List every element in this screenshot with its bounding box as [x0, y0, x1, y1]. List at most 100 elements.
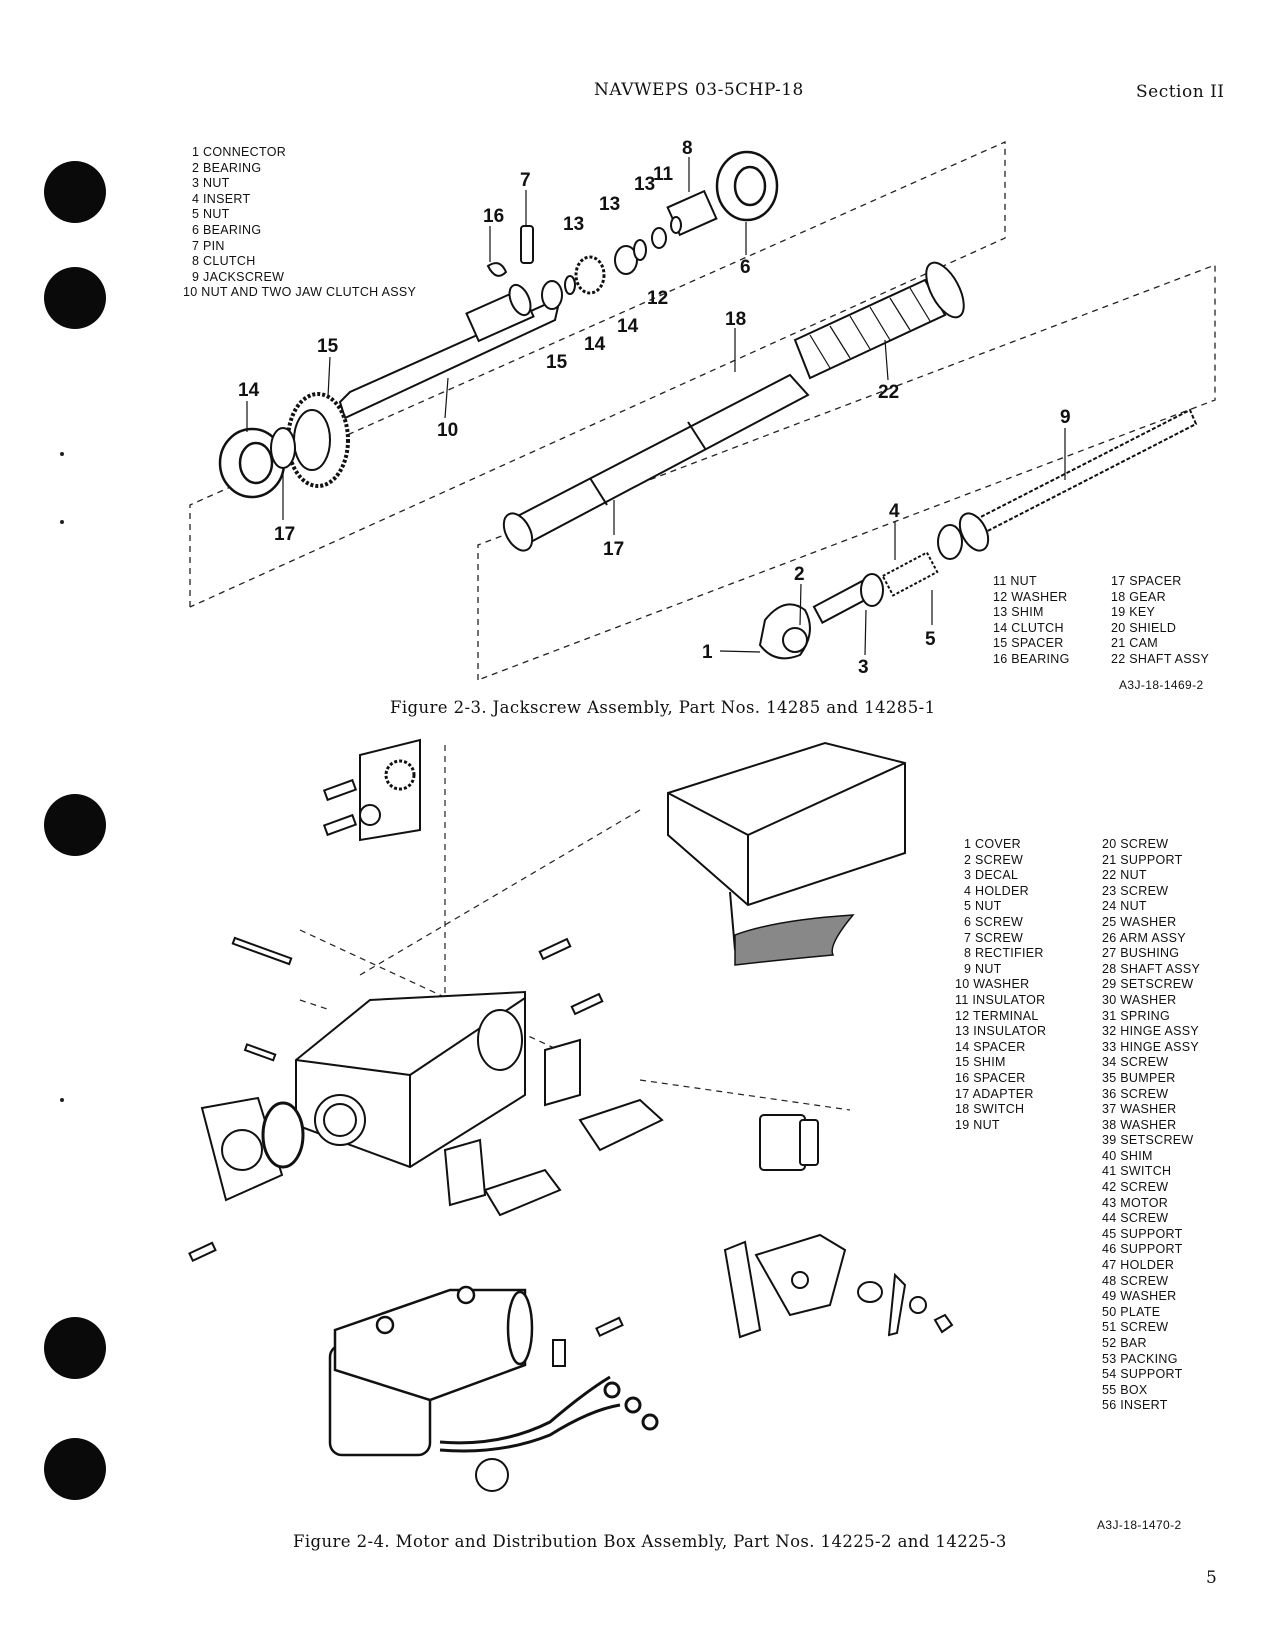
callout-14: 14	[584, 334, 606, 355]
callout-19: 16	[483, 206, 504, 227]
part-entry: 7 PIN	[192, 238, 225, 253]
screw	[538, 937, 572, 961]
part-entry: 20 SCREW	[1102, 837, 1169, 851]
part-entry: 18 SWITCH	[955, 1102, 1025, 1117]
part-entry: 18 GEAR	[1111, 589, 1166, 604]
part-entry: 56 INSERT	[1102, 1398, 1168, 1413]
part-entry: 3 NUT	[192, 176, 230, 191]
part-entry: 48 SCREW	[1102, 1273, 1169, 1288]
plate-bore	[221, 1129, 263, 1171]
part-entry: 35 BUMPER	[1102, 1070, 1176, 1085]
part-entry: 42 SCREW	[1102, 1180, 1169, 1195]
hinge-assy	[483, 1168, 562, 1217]
motor-callout-circle	[475, 1458, 509, 1492]
callout-3: 3	[858, 657, 869, 678]
page-speck	[60, 1098, 64, 1102]
fig23-callouts: 8 7 13 11 16 13 13 6 12 18 14 14 15 15 2…	[238, 138, 1071, 678]
page-speck	[60, 520, 64, 524]
callout-13: 13	[599, 194, 620, 215]
packing	[261, 1101, 305, 1169]
part-entry: 43 MOTOR	[1102, 1195, 1169, 1210]
shim	[633, 239, 647, 261]
part-entry: 16 BEARING	[993, 651, 1070, 666]
part-entry: 24 NUT	[1102, 899, 1147, 914]
part-entry: 4 HOLDER	[964, 883, 1029, 898]
part-entry: 32 HINGE ASSY	[1102, 1024, 1199, 1039]
part-entry: 4 INSERT	[192, 191, 251, 206]
part-entry: 21 CAM	[1111, 636, 1158, 651]
callout-14: 14	[617, 316, 639, 337]
callout-1: 1	[702, 642, 713, 663]
shaft-assy	[723, 1240, 762, 1339]
part-entry: 9 JACKSCREW	[192, 269, 285, 284]
key	[486, 262, 508, 277]
callout-6: 6	[740, 257, 751, 278]
part-entry: 11 NUT	[993, 574, 1037, 588]
part-entry: 6 SCREW	[964, 914, 1024, 929]
callout-2: 2	[794, 564, 805, 585]
callout-22: 22	[878, 382, 899, 403]
screw	[570, 992, 604, 1016]
part-entry: 2 BEARING	[192, 160, 262, 175]
fig24-parts-list-left: 1 COVER 2 SCREW 3 DECAL 4 HOLDER 5 NUT 6…	[955, 837, 1046, 1133]
callout-9: 9	[1060, 407, 1071, 428]
bushing	[857, 1281, 883, 1303]
part-entry: 38 WASHER	[1102, 1117, 1177, 1132]
holder	[552, 1339, 566, 1367]
bearing	[782, 627, 808, 653]
washer	[909, 1296, 927, 1314]
part-entry: 1 COVER	[964, 837, 1021, 851]
washer	[651, 227, 667, 249]
shaft-assy	[793, 261, 965, 380]
fig24-caption: Figure 2-4. Motor and Distribution Box A…	[293, 1532, 1007, 1551]
rectifier-assembly	[322, 738, 421, 842]
part-entry: 30 WASHER	[1102, 992, 1177, 1007]
part-entry: 7 SCREW	[964, 930, 1024, 945]
callout-18: 15	[317, 336, 339, 357]
part-entry: 14 SPACER	[955, 1039, 1026, 1054]
doc-number: NAVWEPS 03-5CHP-18	[594, 80, 804, 100]
callout-20: 17	[603, 539, 624, 560]
shield	[502, 373, 810, 552]
part-entry: 22 NUT	[1102, 868, 1147, 883]
nut	[670, 216, 682, 234]
part-entry: 5 NUT	[964, 899, 1002, 914]
jackscrew	[958, 408, 1198, 552]
part-entry: 41 SWITCH	[1102, 1164, 1172, 1179]
part-entry: 36 SCREW	[1102, 1086, 1169, 1101]
part-entry: 14 CLUTCH	[993, 620, 1064, 635]
callout-11: 11	[653, 164, 674, 185]
callout-12: 12	[647, 288, 668, 309]
binder-hole	[44, 1317, 106, 1379]
part-entry: 27 BUSHING	[1102, 946, 1180, 961]
fig23-parts-list-left: 1 CONNECTOR 2 BEARING 3 NUT 4 INSERT 5 N…	[183, 145, 416, 301]
callout-16: 14	[238, 380, 260, 401]
fig23-caption: Figure 2-3. Jackscrew Assembly, Part Nos…	[390, 698, 936, 717]
nut	[937, 524, 963, 560]
part-entry: 53 PACKING	[1102, 1351, 1178, 1366]
part-entry: 13 INSULATOR	[955, 1024, 1047, 1039]
binder-hole	[44, 161, 106, 223]
pin	[520, 225, 534, 264]
part-entry: 15 SHIM	[955, 1055, 1006, 1070]
screw	[243, 1043, 277, 1062]
motor-distribution-box-drawing	[188, 738, 954, 1492]
part-entry: 10 NUT AND TWO JAW CLUTCH ASSY	[183, 285, 417, 300]
fig23-parts-list-right: 17 SPACER 18 GEAR 19 KEY 20 SHIELD 21 CA…	[1111, 574, 1209, 668]
screw	[231, 936, 293, 966]
part-entry: 22 SHAFT ASSY	[1111, 651, 1210, 666]
callout-13: 13	[634, 174, 655, 195]
insert	[881, 551, 939, 597]
part-entry: 28 SHAFT ASSY	[1102, 961, 1201, 976]
callout-21: 18	[725, 309, 746, 330]
part-entry: 9 NUT	[964, 961, 1002, 976]
part-entry: 46 SUPPORT	[1102, 1242, 1183, 1257]
callout-15: 15	[546, 352, 568, 373]
switch	[759, 1114, 819, 1171]
fig23-parts-list-mid: 11 NUT 12 WASHER 13 SHIM 14 CLUTCH 15 SP…	[993, 574, 1070, 668]
jackscrew-assembly-drawing: 8 7 13 11 16 13 13 6 12 18 14 14 15 15 2…	[189, 138, 1216, 681]
part-entry: 5 NUT	[192, 207, 230, 222]
exploded-boundary-line	[477, 264, 1216, 681]
part-entry: 34 SCREW	[1102, 1055, 1169, 1070]
part-entry: 47 HOLDER	[1102, 1258, 1175, 1273]
